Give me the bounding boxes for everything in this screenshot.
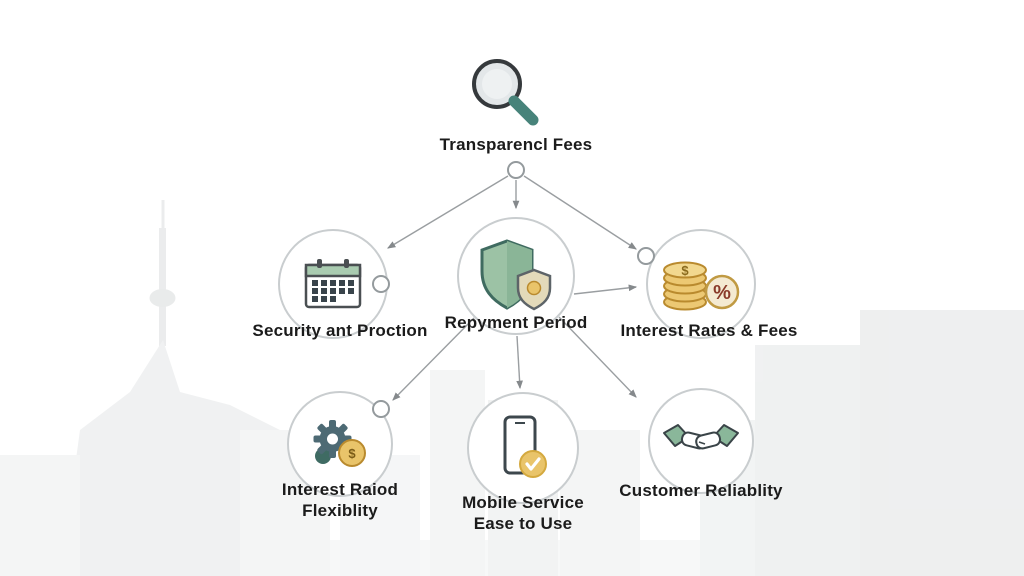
bottom-center-label: Mobile Service Ease to Use — [403, 492, 643, 534]
mid-right-connector-dot — [637, 247, 655, 265]
edge-center-to-bottom-left — [392, 317, 475, 401]
bottom-center-label-line1: Mobile Service — [462, 493, 584, 512]
node-customer-reliability — [648, 388, 754, 494]
gear-coin-icon: $ — [313, 420, 366, 467]
calendar-icon — [304, 259, 362, 309]
handshake-icon — [663, 424, 739, 450]
mid-left-connector-dot — [372, 275, 390, 293]
node-repayment-period — [457, 217, 575, 335]
edge-center-to-bottom-center — [516, 335, 523, 390]
bottom-right-label: Customer Reliablity — [619, 481, 783, 500]
node-mobile-service — [467, 392, 579, 504]
bottom-left-label: Interest Raiod Flexiblity — [220, 479, 460, 521]
gear-coin-dollar-symbol: $ — [348, 446, 356, 461]
phone-check-icon — [503, 415, 547, 478]
edge-center-to-mid-right — [573, 284, 638, 295]
edge-center-to-bottom-right — [558, 316, 637, 398]
edge-top-to-mid-right — [523, 175, 637, 250]
magnifier-icon — [468, 55, 544, 136]
percent-symbol: % — [713, 282, 731, 304]
mid-right-label: Interest Rates & Fees — [620, 321, 798, 340]
mid-center-label: Repyment Period — [444, 313, 588, 332]
top-connector-dot — [507, 161, 525, 179]
coins-percent-icon: $ % — [663, 261, 740, 311]
top-node-label: Transparencl Fees — [439, 135, 593, 154]
bottom-left-connector-dot — [372, 400, 390, 418]
coin-dollar-symbol: $ — [681, 263, 689, 278]
node-interest-rates-fees: $ % — [646, 229, 756, 339]
bottom-left-label-line1: Interest Raiod — [281, 480, 399, 499]
mid-left-label: Security ant Proction — [252, 321, 428, 340]
edge-top-to-mid-left — [387, 175, 509, 249]
bottom-left-label-line2: Flexiblity — [302, 501, 378, 520]
shield-icon — [480, 239, 552, 311]
bottom-center-label-line2: Ease to Use — [473, 514, 573, 533]
